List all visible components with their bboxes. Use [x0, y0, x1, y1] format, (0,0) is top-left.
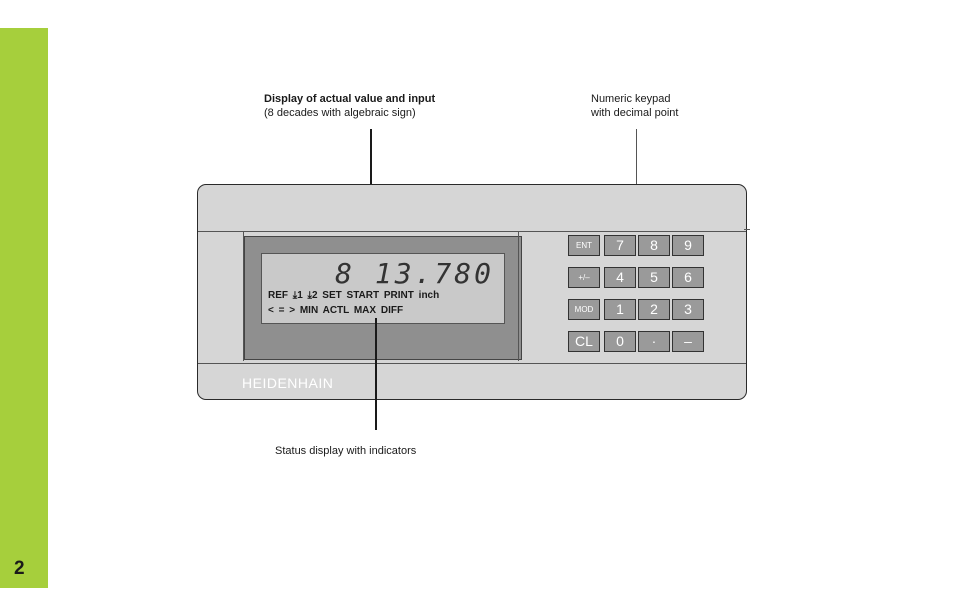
key-8[interactable]: 8: [638, 235, 670, 256]
key-2[interactable]: 2: [638, 299, 670, 320]
status-callout: Status display with indicators: [275, 445, 417, 457]
decimal-point-key[interactable]: ·: [638, 331, 670, 352]
minus-key[interactable]: –: [672, 331, 704, 352]
status-indicators-row2: < = > MIN ACTL MAX DIFF: [268, 305, 404, 316]
keypad-callout-line1: Numeric keypad: [591, 93, 671, 105]
key-5[interactable]: 5: [638, 267, 670, 288]
actual-value-display: 8 13.780: [335, 257, 494, 290]
keypad-panel: [518, 232, 747, 361]
display-callout: Display of actual value and input (8 dec…: [264, 92, 435, 120]
status-leader-line: [375, 318, 377, 430]
key-6[interactable]: 6: [672, 267, 704, 288]
key-7[interactable]: 7: [604, 235, 636, 256]
key-9[interactable]: 9: [672, 235, 704, 256]
device-top-band: [198, 185, 746, 232]
device-edge-line: [744, 229, 750, 230]
mod-key[interactable]: MOD: [568, 299, 600, 320]
key-3[interactable]: 3: [672, 299, 704, 320]
display-callout-title: Display of actual value and input: [264, 93, 436, 105]
clear-key[interactable]: CL: [568, 331, 600, 352]
keypad-callout-line2: with decimal point: [591, 107, 679, 119]
key-4[interactable]: 4: [604, 267, 636, 288]
side-color-bar: [0, 28, 48, 588]
keypad-leader-line: [636, 129, 637, 213]
key-1[interactable]: 1: [604, 299, 636, 320]
keypad-callout: Numeric keypad with decimal point: [591, 92, 678, 120]
sign-key[interactable]: +/–: [568, 267, 600, 288]
device-left-panel: [198, 232, 244, 361]
ent-key[interactable]: ENT: [568, 235, 600, 256]
page-number: 2: [14, 558, 25, 579]
brand-label: HEIDENHAIN: [242, 375, 334, 391]
display-callout-subtitle: (8 decades with algebraic sign): [264, 107, 416, 119]
status-indicators-row1: REF ⤓1 ⤓2 SET START PRINT inch: [268, 290, 440, 301]
key-0[interactable]: 0: [604, 331, 636, 352]
lcd-screen: 8 13.780 REF ⤓1 ⤓2 SET START PRINT inch …: [261, 253, 505, 324]
device-bottom-band: HEIDENHAIN: [198, 363, 746, 400]
